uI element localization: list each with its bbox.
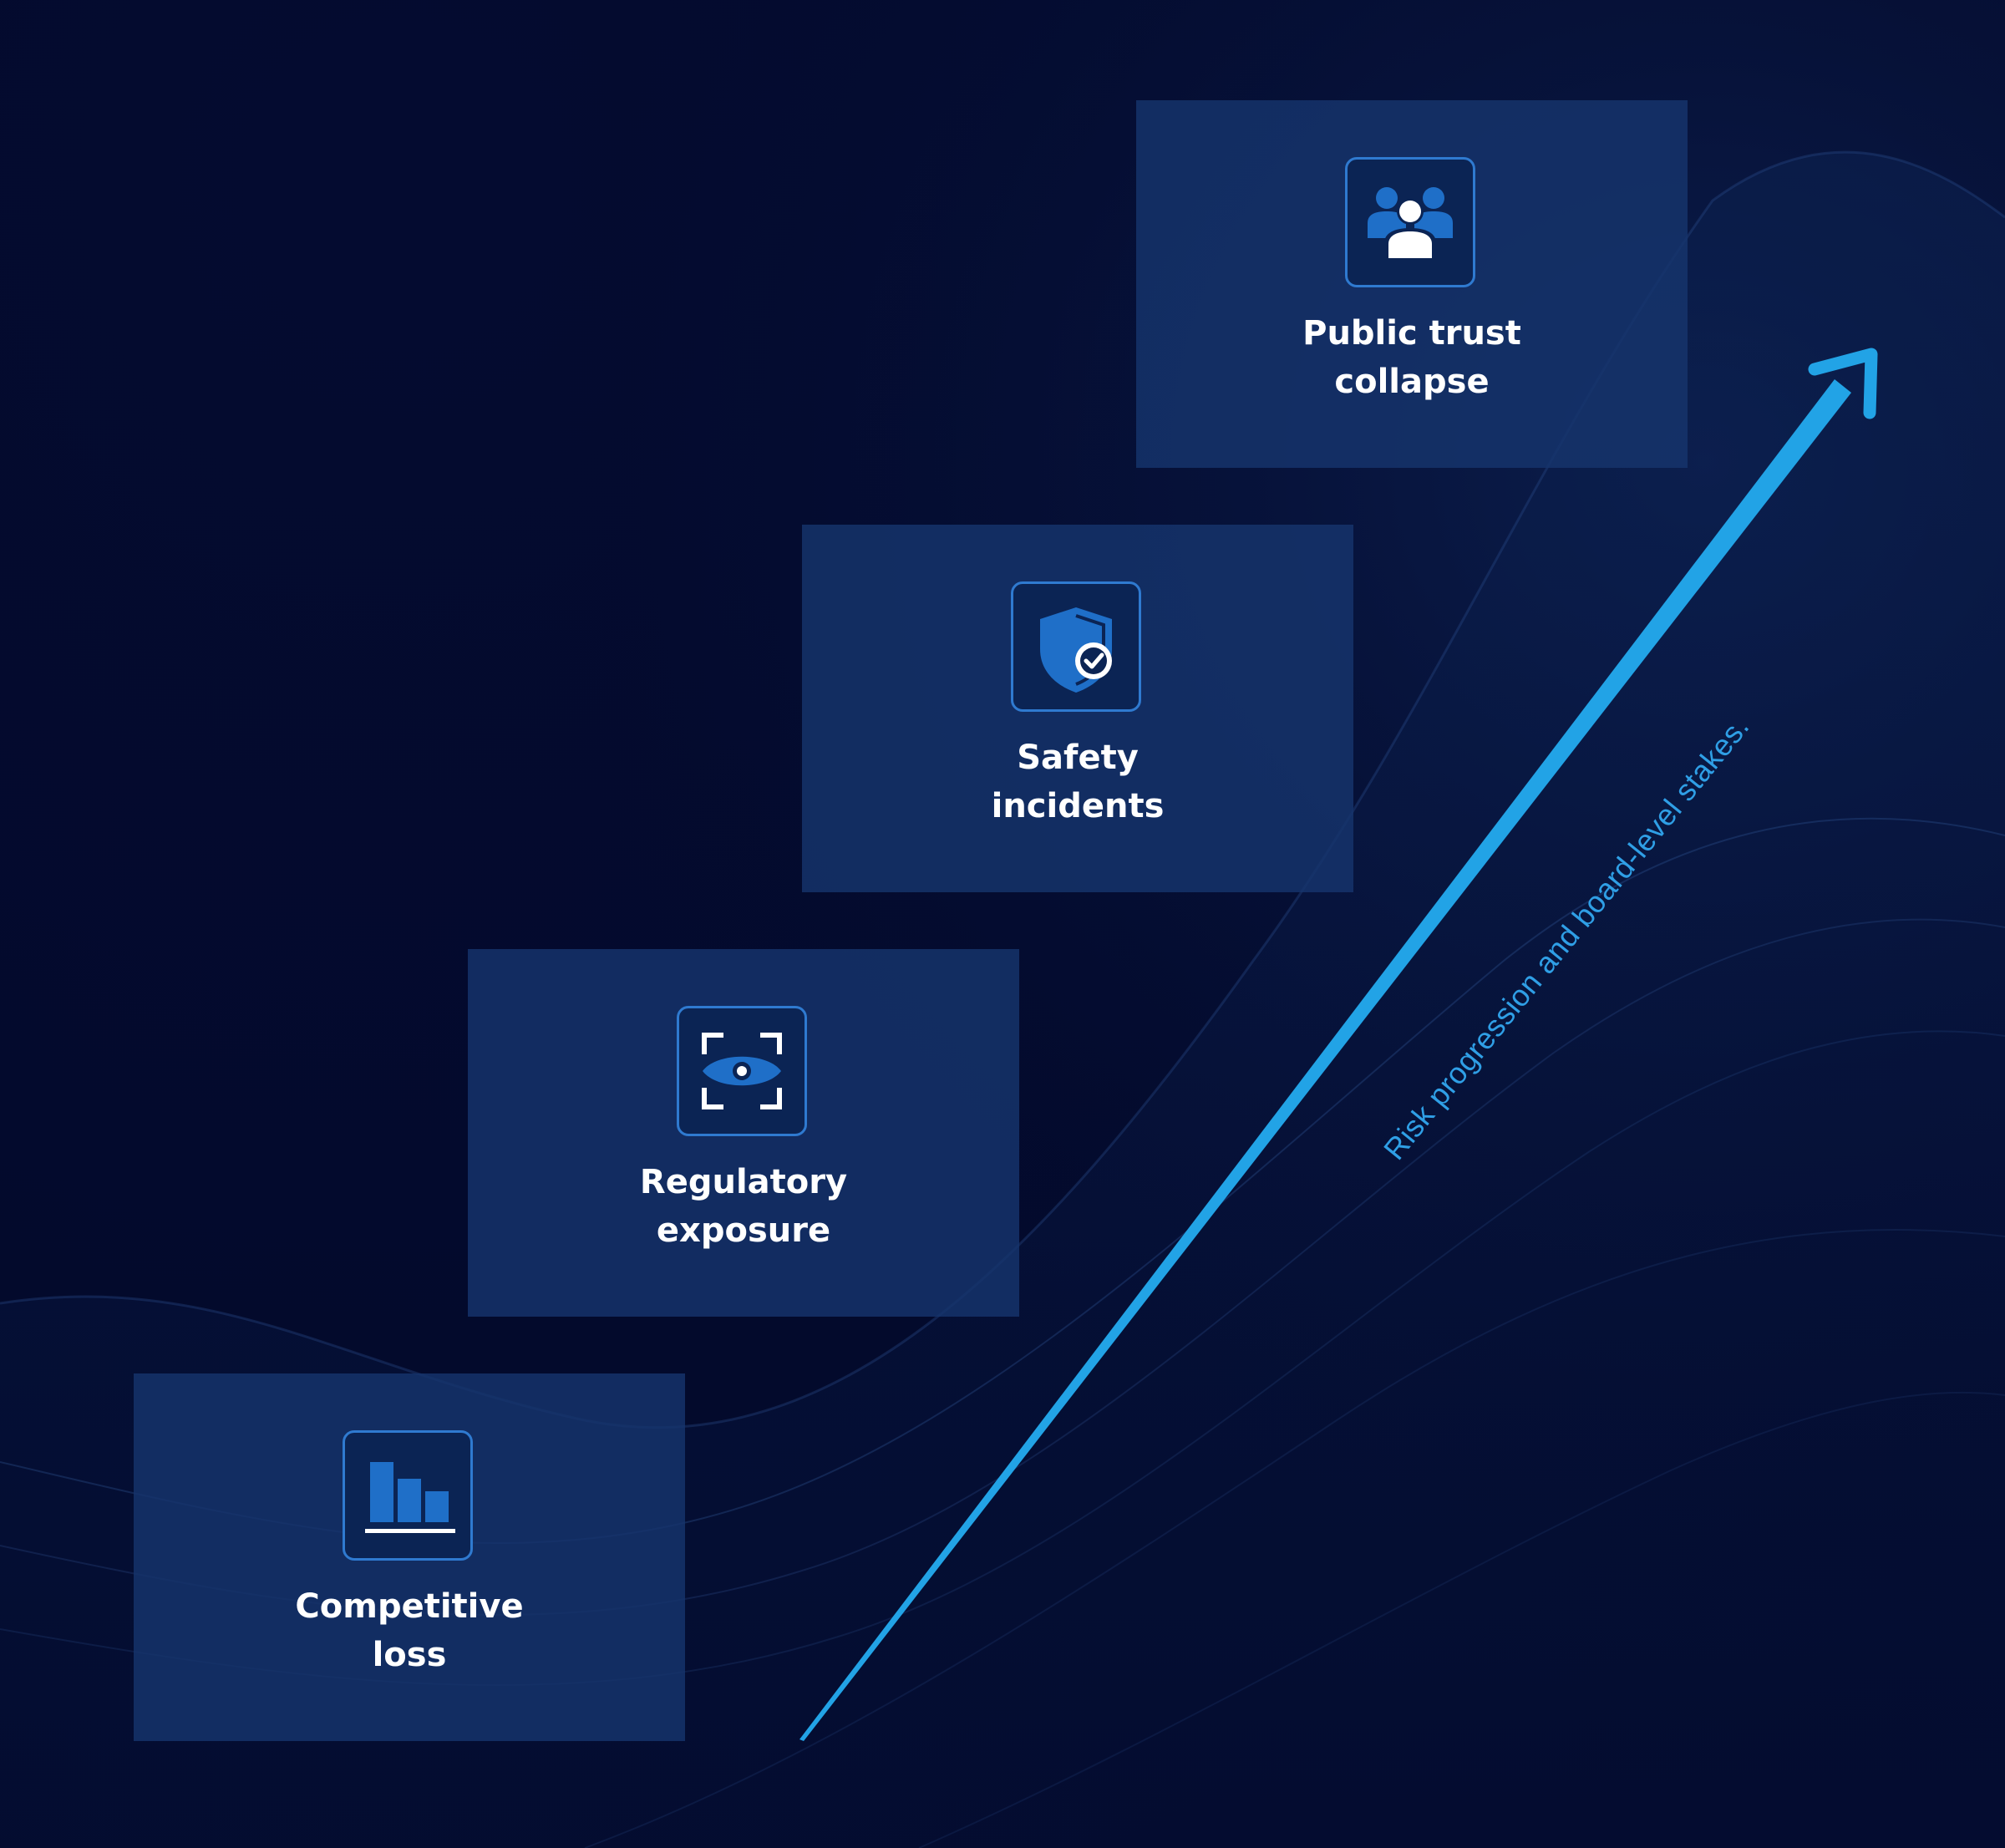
step-card-competitive-loss: Competitive loss — [134, 1373, 685, 1741]
icon-tile — [677, 1006, 807, 1136]
step-label-line-2: incidents — [991, 787, 1165, 825]
step-card-public-trust-collapse: Public trust collapse — [1136, 100, 1688, 468]
step-label-line-1: Regulatory — [639, 1163, 848, 1201]
step-label-line-2: collapse — [1334, 363, 1490, 401]
shield-check-icon — [1040, 607, 1112, 693]
step-label-line-1: Safety — [1017, 739, 1139, 777]
icon-tile — [1011, 581, 1141, 712]
step-label: Public trust collapse — [1136, 309, 1688, 406]
step-label: Safety incidents — [802, 734, 1353, 830]
step-label-line-2: exposure — [656, 1211, 831, 1250]
step-label-line-1: Competitive — [295, 1587, 524, 1626]
people-group-icon — [1368, 187, 1453, 258]
eye-scan-icon — [702, 1033, 782, 1109]
step-label-line-2: loss — [372, 1636, 447, 1674]
step-label-line-1: Public trust — [1302, 314, 1521, 353]
step-card-regulatory-exposure: Regulatory exposure — [468, 949, 1019, 1317]
step-label: Regulatory exposure — [468, 1158, 1019, 1255]
bar-chart-icon — [365, 1462, 455, 1533]
step-label: Competitive loss — [134, 1582, 685, 1679]
step-card-safety-incidents: Safety incidents — [802, 525, 1353, 892]
icon-tile — [1345, 157, 1475, 287]
icon-tile — [343, 1430, 473, 1561]
